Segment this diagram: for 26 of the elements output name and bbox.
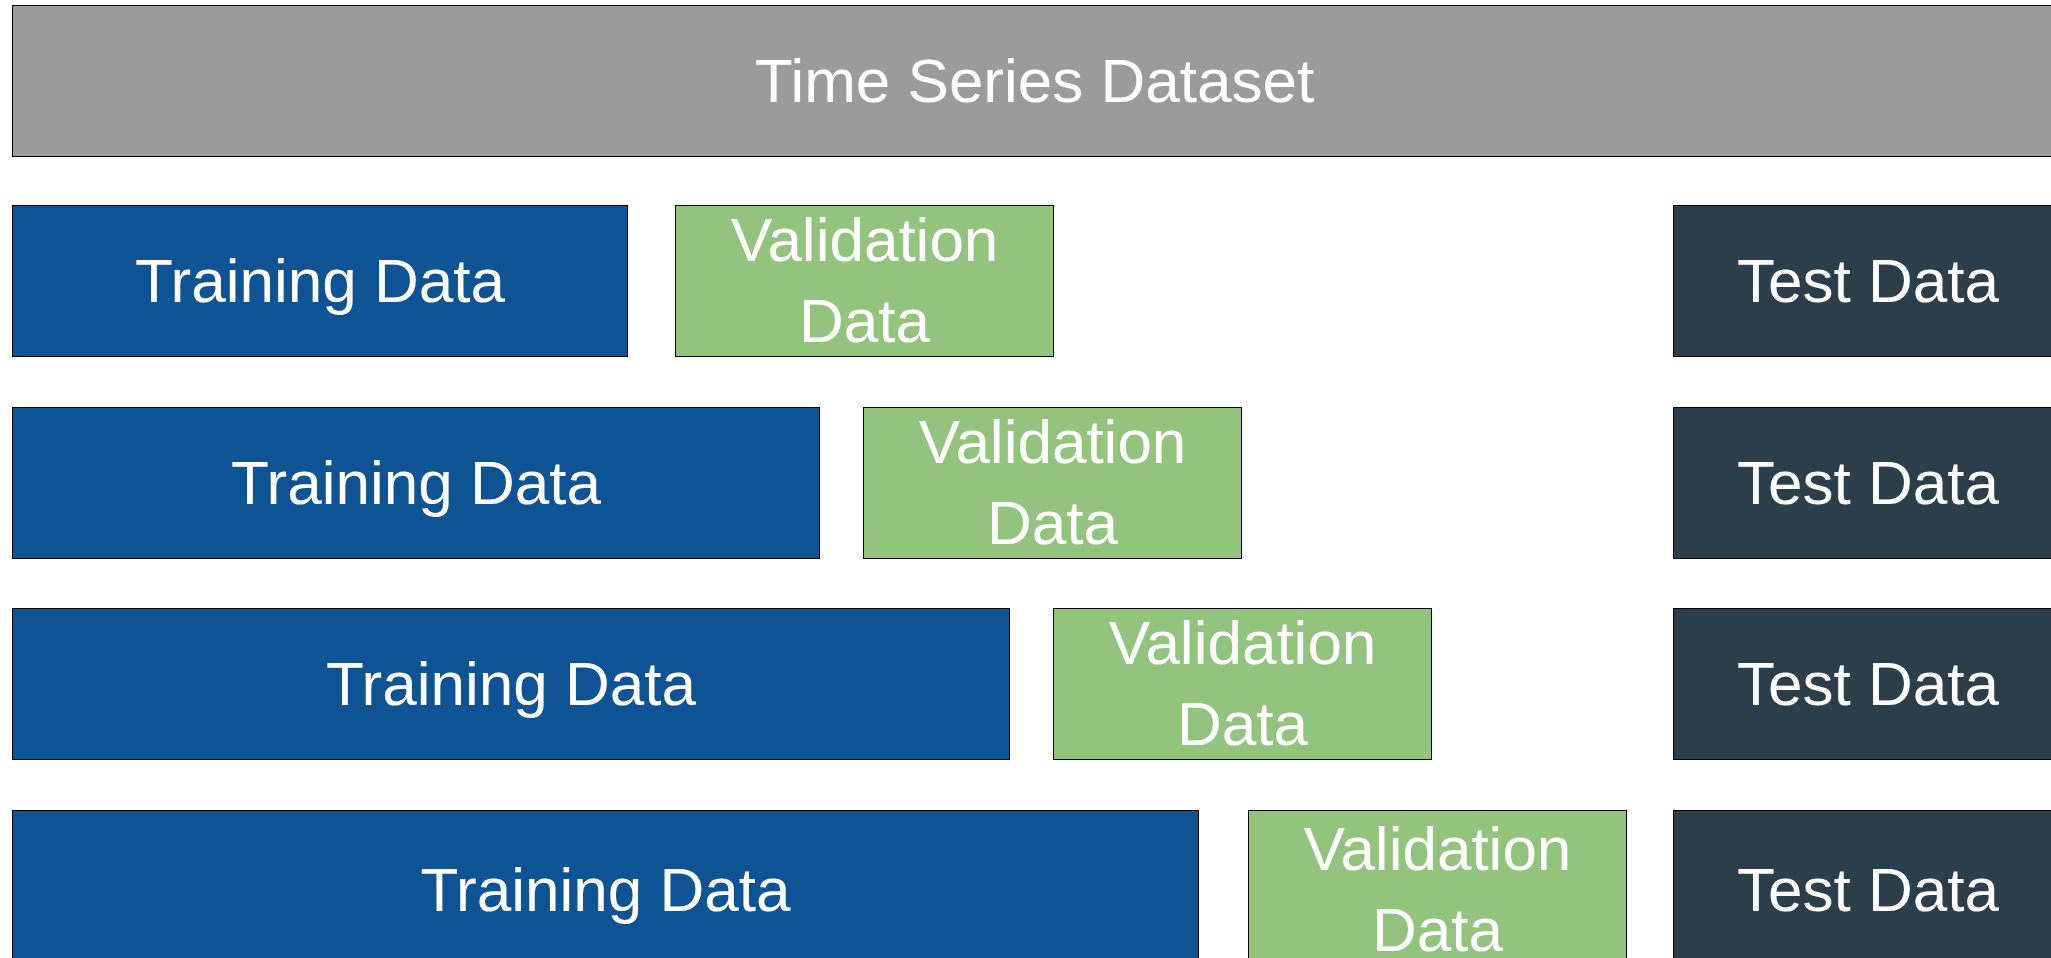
validation-data-bar	[675, 205, 1054, 357]
bar-label: Test Data	[1737, 244, 1999, 317]
bar-label: Training Data	[420, 853, 791, 926]
bar-label: Test Data	[1737, 446, 1999, 519]
test-data-bar	[1673, 608, 2051, 760]
bar-label: Training Data	[135, 244, 505, 317]
training-data-bar	[12, 810, 1199, 958]
validation-data-bar	[1053, 608, 1432, 760]
bar-label: Training Data	[326, 647, 696, 720]
dataset-bar	[12, 5, 2051, 157]
validation-data-bar	[863, 407, 1242, 559]
test-data-bar	[1673, 407, 2051, 559]
bar-label: Training Data	[231, 446, 601, 519]
training-data-bar	[12, 205, 628, 357]
training-data-bar	[12, 608, 1010, 760]
bar-label: Validation Data	[1302, 813, 1573, 958]
test-data-bar	[1673, 205, 2051, 357]
bar-label: Test Data	[1737, 647, 1999, 720]
bar-label: Validation Data	[729, 204, 1000, 357]
validation-data-bar	[1248, 810, 1627, 958]
bar-label: Validation Data	[1107, 607, 1378, 760]
bar-label: Test Data	[1737, 853, 1999, 926]
training-data-bar	[12, 407, 820, 559]
test-data-bar	[1673, 810, 2051, 958]
bar-label: Time Series Dataset	[754, 44, 1315, 117]
bar-label: Validation Data	[917, 406, 1188, 559]
